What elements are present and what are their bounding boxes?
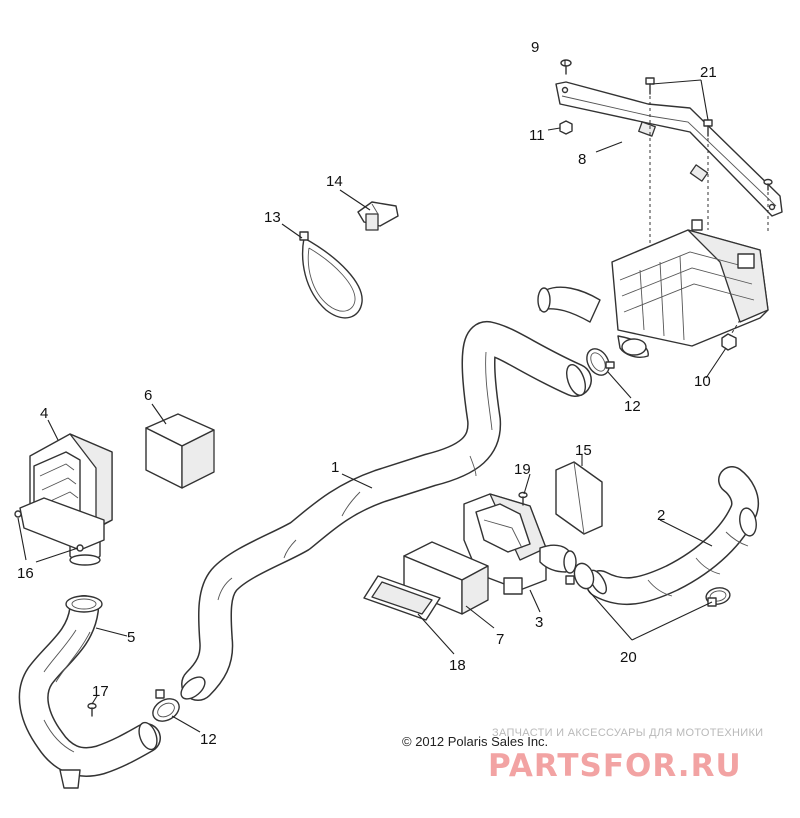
callout-13: 13 xyxy=(264,209,281,226)
callout-4: 4 xyxy=(40,405,48,422)
watermark-logo: PARTSFOR.RU xyxy=(488,748,742,784)
part-4-intake-box xyxy=(19,433,113,566)
part-1-intake-duct xyxy=(180,321,592,701)
callout-11: 11 xyxy=(529,127,545,144)
callout-9: 9 xyxy=(531,39,539,56)
watermark: ЗАПЧАСТИ И АКСЕССУАРЫ ДЛЯ МОТОТЕХНИКИ PA… xyxy=(488,727,763,784)
part-11-nut xyxy=(559,120,573,135)
part-8-bracket xyxy=(555,81,783,217)
part-17-screw xyxy=(87,702,97,717)
callout-10: 10 xyxy=(694,373,711,390)
callout-7: 7 xyxy=(496,631,504,648)
callout-2: 2 xyxy=(657,507,665,524)
part-3-resonator-box xyxy=(463,493,577,595)
callout-8: 8 xyxy=(578,151,586,168)
part-9-screw xyxy=(560,59,572,75)
part-15-filter-sheet xyxy=(555,461,603,535)
part-19-screw xyxy=(518,491,528,506)
part-12-clamp-lower xyxy=(152,689,180,722)
part-2-outlet-hose xyxy=(586,466,759,606)
airbox-assembly xyxy=(537,219,769,358)
part-18-gasket xyxy=(363,575,441,621)
callout-21: 21 xyxy=(700,64,717,81)
callout-12-upper: 12 xyxy=(624,398,641,415)
part-13-band xyxy=(299,231,363,319)
part-12-clamp-upper xyxy=(586,348,615,376)
leader-lines xyxy=(17,60,727,733)
callout-20: 20 xyxy=(620,649,637,666)
callout-3: 3 xyxy=(535,614,543,631)
callout-6: 6 xyxy=(144,387,152,404)
callout-5: 5 xyxy=(127,629,135,646)
callout-19: 19 xyxy=(514,461,531,478)
callout-14: 14 xyxy=(326,173,343,190)
copyright-notice: © 2012 Polaris Sales Inc. xyxy=(402,734,548,749)
callout-17: 17 xyxy=(92,683,109,700)
part-6-foam-block xyxy=(145,413,215,489)
callout-1: 1 xyxy=(331,459,339,476)
part-10-nut xyxy=(721,333,737,351)
part-7-foam-block xyxy=(403,541,489,615)
part-5-lower-duct xyxy=(18,595,161,789)
callout-18: 18 xyxy=(449,657,466,674)
callout-12-lower: 12 xyxy=(200,731,217,748)
watermark-tagline: ЗАПЧАСТИ И АКСЕССУАРЫ ДЛЯ МОТОТЕХНИКИ xyxy=(492,727,763,739)
callout-16: 16 xyxy=(17,565,34,582)
callout-15: 15 xyxy=(575,442,592,459)
callout-labels: 9 21 11 8 14 13 10 12 6 4 1 19 15 2 16 3… xyxy=(17,39,717,748)
part-20-clamps xyxy=(565,562,731,607)
part-14-clip xyxy=(357,201,399,231)
part-16-screws xyxy=(14,510,84,552)
